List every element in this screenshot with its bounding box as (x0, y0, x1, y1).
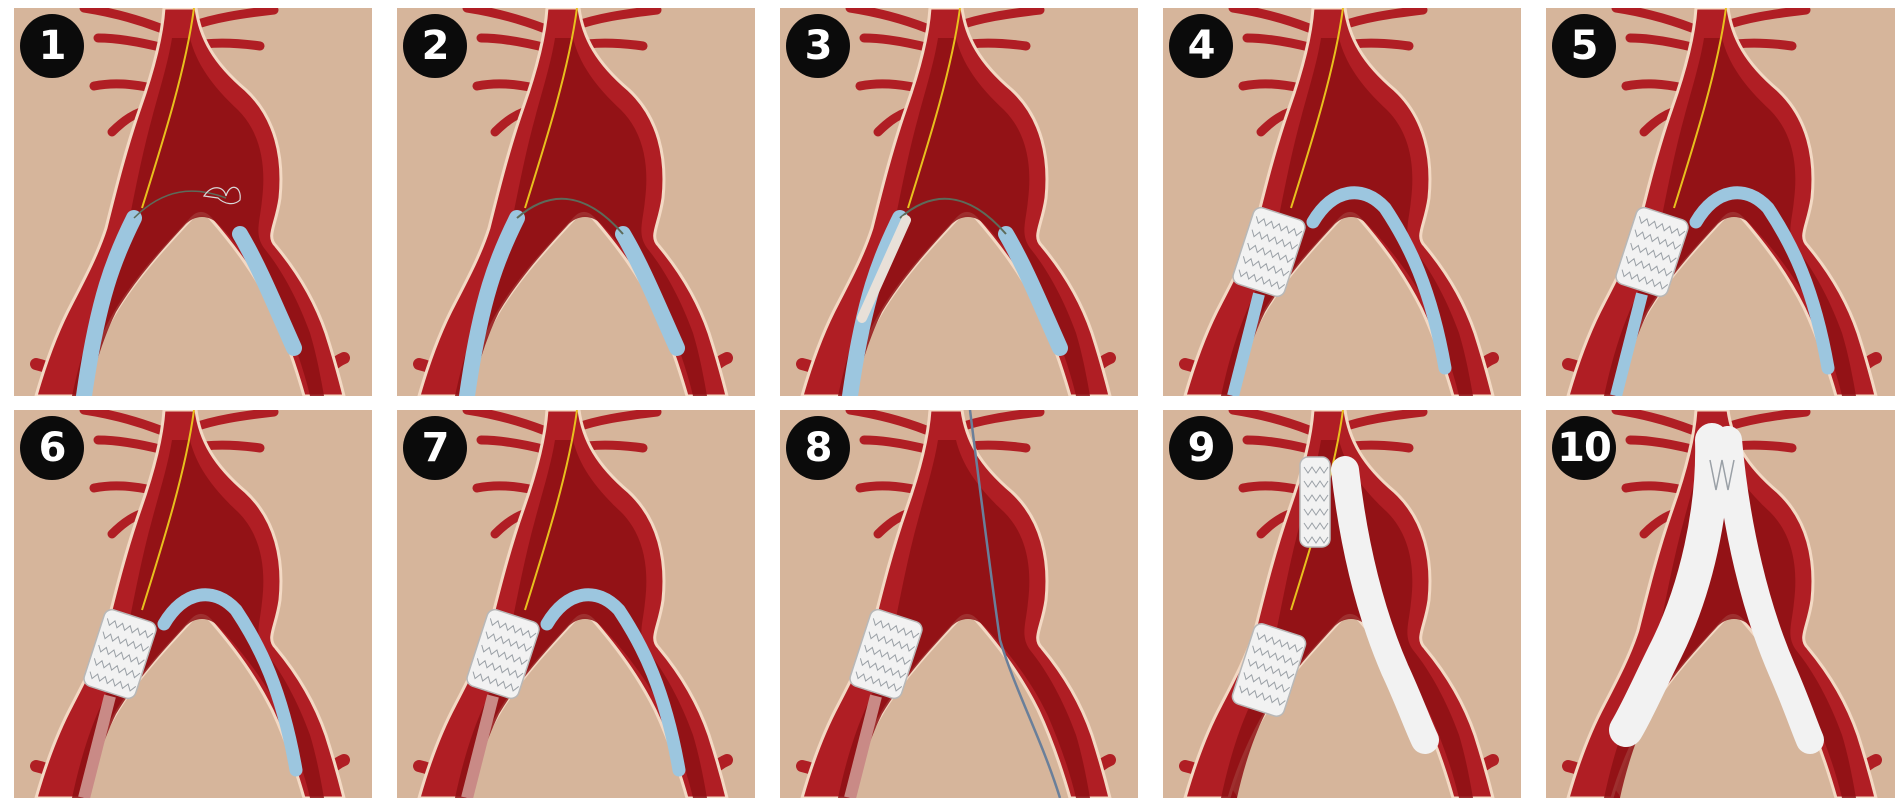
step-panel-7: 7 (397, 410, 755, 798)
step-panel-9: 9 (1163, 410, 1521, 798)
step-number: 5 (1571, 26, 1598, 66)
step-number-badge: 10 (1552, 416, 1616, 480)
step-number: 3 (805, 26, 832, 66)
step-panel-10: 10 (1546, 410, 1895, 798)
step-number-badge: 3 (786, 14, 850, 78)
branch-vessel (1626, 84, 1684, 88)
step-number-badge: 8 (786, 416, 850, 480)
step-number-badge: 2 (403, 14, 467, 78)
step-number-badge: 1 (20, 14, 84, 78)
step-number-badge: 9 (1169, 416, 1233, 480)
step-number: 1 (39, 26, 66, 66)
branch-vessel (477, 486, 535, 490)
branch-vessel (94, 486, 152, 490)
branch-vessel (94, 84, 152, 88)
step-panel-3: 3 (780, 8, 1138, 396)
step-panel-6: 6 (14, 410, 372, 798)
step-number-badge: 7 (403, 416, 467, 480)
step-number-badge: 4 (1169, 14, 1233, 78)
step-number: 7 (422, 428, 449, 468)
step-number: 2 (422, 26, 449, 66)
branch-vessel (1243, 84, 1301, 88)
step-panel-5: 5 (1546, 8, 1895, 396)
step-panel-2: 2 (397, 8, 755, 396)
branch-vessel (860, 84, 918, 88)
step-number: 4 (1188, 26, 1215, 66)
step-number: 9 (1188, 428, 1215, 468)
branch-vessel (477, 84, 535, 88)
branch-vessel (1626, 486, 1684, 490)
step-number: 10 (1557, 428, 1611, 468)
step-number: 6 (39, 428, 66, 468)
step-panel-4: 4 (1163, 8, 1521, 396)
step-number-badge: 6 (20, 416, 84, 480)
branch-vessel (1243, 486, 1301, 490)
branch-vessel (860, 486, 918, 490)
step-number-badge: 5 (1552, 14, 1616, 78)
step-panel-8: 8 (780, 410, 1138, 798)
step-panel-1: 1 (14, 8, 372, 396)
proximal-graft-segment (1300, 457, 1330, 547)
step-number: 8 (805, 428, 832, 468)
